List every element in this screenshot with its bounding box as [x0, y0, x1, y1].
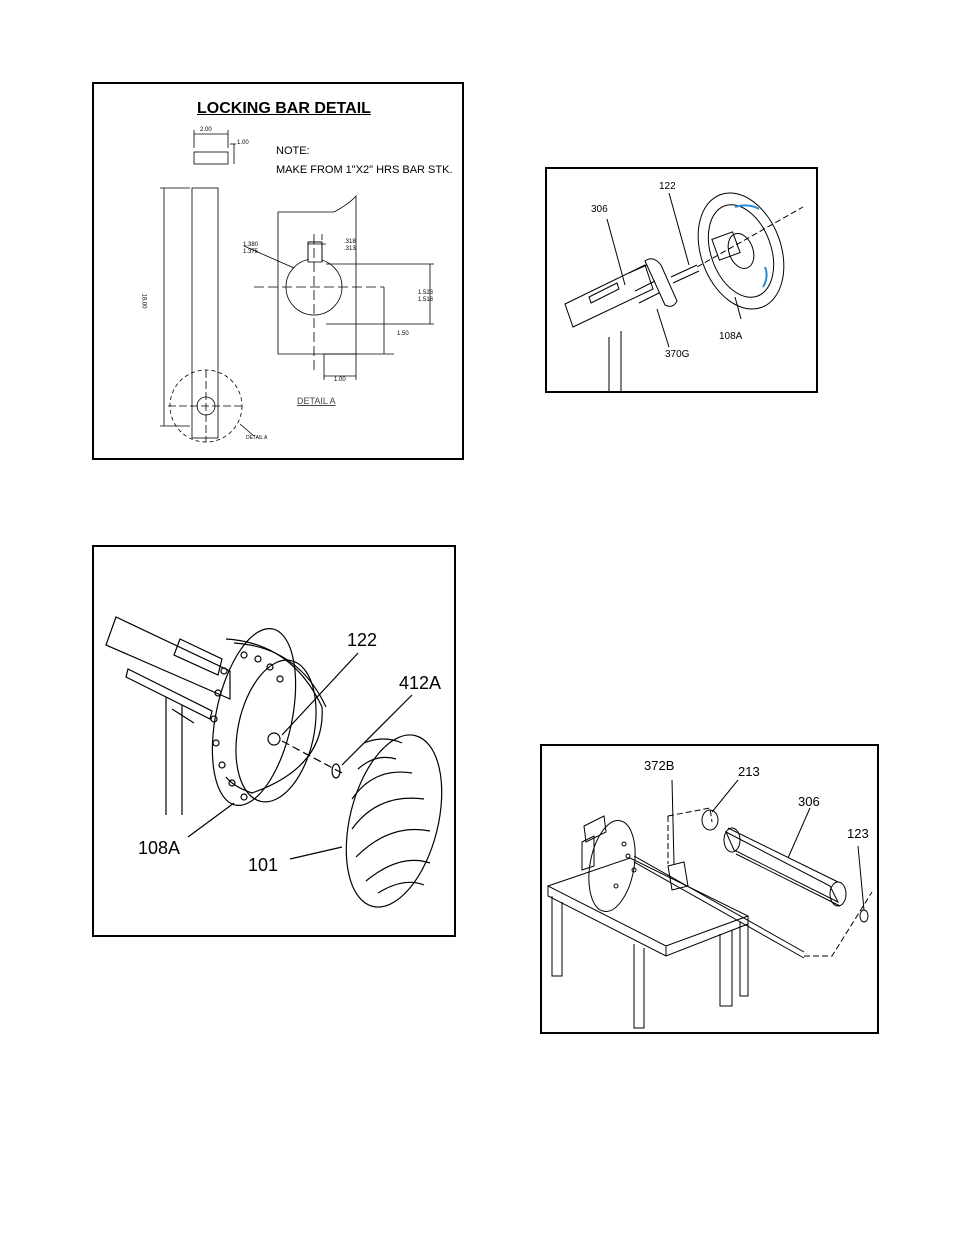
dim-bore-min: 1.375 [243, 249, 258, 255]
dim-bore-max: 1.380 [243, 242, 258, 248]
callout-213: 213 [738, 764, 760, 779]
dim-150: 1.50 [397, 331, 409, 337]
bench-disassembly-panel: 372B 213 306 123 [540, 744, 879, 1034]
dim-height-min: 1.518 [418, 297, 433, 303]
detail-a-outline [278, 196, 356, 354]
callout-370g: 370G [665, 349, 689, 360]
bearing-housing-drawing [547, 169, 820, 395]
callout-122: 122 [347, 630, 377, 651]
bearing-plate [582, 817, 641, 915]
locking-bar-title: LOCKING BAR DETAIL [197, 100, 371, 118]
flange-plate [645, 259, 677, 307]
dim-height-max: 1.523 [418, 290, 433, 296]
detail-a-callout: DETAIL A [246, 435, 267, 441]
callout-372b: 372B [644, 758, 674, 773]
impeller-drawing [94, 547, 458, 939]
dim-key-min: .313 [344, 246, 356, 252]
callout-101: 101 [248, 855, 278, 876]
shaft-end-122 [268, 733, 280, 745]
callout-306: 306 [591, 204, 608, 215]
callout-306: 306 [798, 794, 820, 809]
detail-a-label: DETAIL A [297, 396, 336, 406]
note-heading: NOTE: [276, 145, 310, 157]
bar-end-view [194, 152, 228, 164]
shaft-tube-306 [565, 265, 653, 327]
housing-tube-306 [726, 832, 838, 902]
callout-108a: 108A [719, 331, 742, 342]
bar-elevation [192, 188, 218, 438]
dim-width: 2.00 [200, 127, 212, 133]
dim-thickness: 1.00 [237, 140, 249, 146]
locking-bar-detail-panel: LOCKING BAR DETAIL NOTE: MAKE FROM 1"X2"… [92, 82, 464, 460]
dim-key-max: .318 [344, 239, 356, 245]
callout-122: 122 [659, 181, 676, 192]
bearing-housing-panel: 306 122 108A 370G [545, 167, 818, 393]
impeller-panel: 122 412A 108A 101 [92, 545, 456, 937]
callout-412a: 412A [399, 673, 441, 694]
locking-bar-drawing [94, 84, 466, 462]
note-body: MAKE FROM 1"X2" HRS BAR STK. [276, 164, 453, 176]
work-bench [548, 858, 748, 946]
dim-length: 18.00 [141, 293, 147, 308]
bench-drawing [542, 746, 881, 1036]
housing-face [224, 653, 328, 810]
callout-123: 123 [847, 826, 869, 841]
bearing-372B [668, 862, 688, 890]
bearing-213 [702, 810, 718, 830]
impeller-101 [330, 725, 458, 917]
dim-100: 1.00 [334, 377, 346, 383]
callout-108a: 108A [138, 838, 180, 859]
nut-123 [860, 910, 868, 922]
shaft-tube [106, 617, 230, 699]
bearing-housing-108A [683, 181, 799, 321]
